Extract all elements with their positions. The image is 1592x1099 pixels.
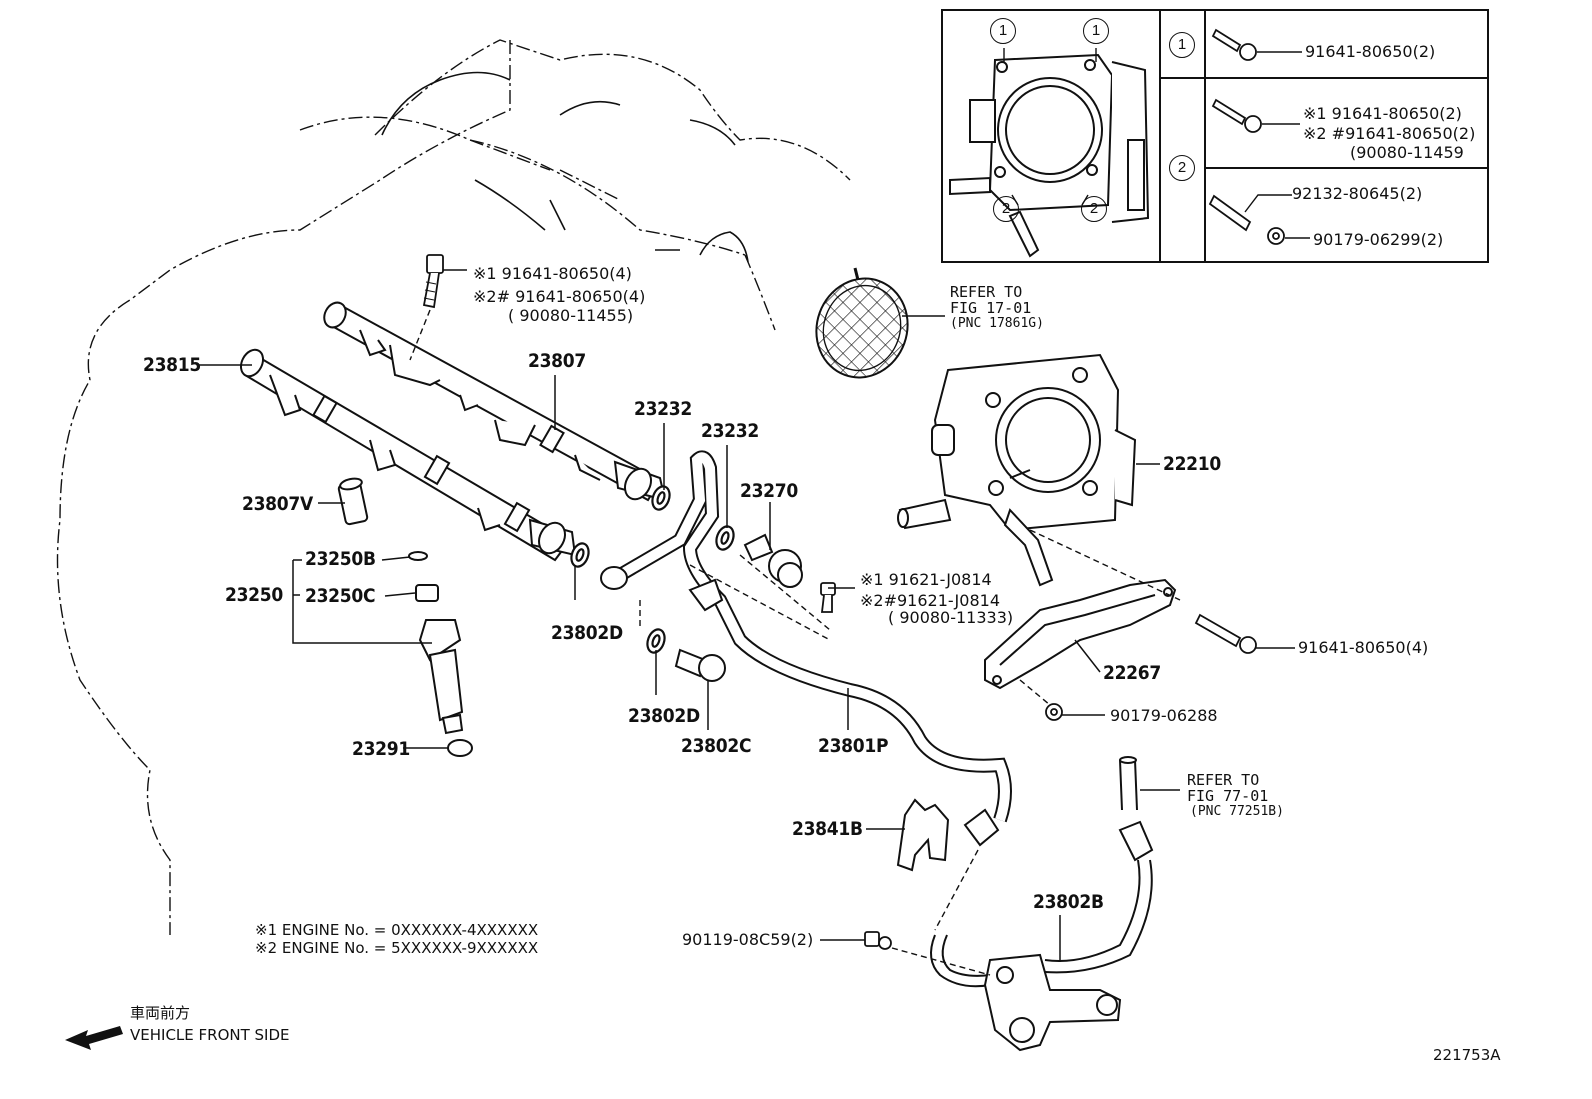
- label-23802B: 23802B: [1033, 891, 1104, 913]
- fastener-top-2: ※2# 91641-80650(4): [473, 287, 646, 306]
- fastener-bracket-nut: 90179-06288: [1110, 706, 1218, 725]
- label-23250B: 23250B: [305, 548, 376, 570]
- fastener-mid-3: ( 90080-11333): [888, 608, 1014, 627]
- inset-row2-part-a: ※1 91641-80650(2): [1303, 104, 1462, 123]
- fuel-rail-23815: [239, 348, 577, 562]
- fuel-hose-23802B: [930, 756, 1154, 1052]
- label-23841B: 23841B: [792, 818, 863, 840]
- ref2-line1: REFER TO: [1187, 771, 1260, 789]
- label-23232-b: 23232: [701, 420, 759, 442]
- inset-marker-2b: 2: [1081, 196, 1107, 222]
- bracket-nut: [1045, 703, 1063, 721]
- fastener-top-1: ※1 91641-80650(4): [473, 264, 632, 283]
- clip-23841B: [896, 798, 950, 872]
- bracket-bolt: [1194, 613, 1257, 654]
- spacer-23807V: [337, 477, 369, 526]
- inset-row2-part-c: (90080-11459: [1350, 143, 1464, 162]
- inset-frame: [941, 9, 1489, 263]
- engine-note-1: ※1 ENGINE No. = 0XXXXXX-4XXXXXX: [255, 921, 539, 939]
- vehicle-front-jp: 車両前方: [130, 1004, 191, 1022]
- label-23250C: 23250C: [305, 585, 376, 607]
- injector-bracket: [292, 559, 432, 644]
- inset-row3-bolt: 92132-80645(2): [1292, 184, 1423, 203]
- bracket-22267: [984, 578, 1177, 690]
- hose-bolt-dash: [891, 947, 991, 976]
- label-23802C: 23802C: [681, 735, 752, 757]
- rail-bolt: [422, 254, 444, 309]
- injector-23250: [408, 551, 464, 735]
- vehicle-front-arrow-icon: [65, 1026, 123, 1050]
- ref2-line3: (PNC 77251B): [1190, 804, 1284, 819]
- label-23807: 23807: [528, 350, 586, 372]
- fastener-pipe-bolt: 90119-08C59(2): [682, 930, 814, 949]
- inset-marker-2a: 2: [993, 196, 1019, 222]
- pipe-dash: [934, 849, 979, 931]
- fuel-rail-23807: [323, 301, 667, 502]
- inset-throttle: [949, 53, 1150, 258]
- label-23802D-a: 23802D: [551, 622, 623, 644]
- label-23232-a: 23232: [634, 398, 692, 420]
- fuel-damper-23270: [743, 533, 803, 588]
- label-23270: 23270: [740, 480, 798, 502]
- bolt-91621: [820, 582, 836, 613]
- fastener-bracket-bolt: 91641-80650(4): [1298, 638, 1429, 657]
- engine-note-2: ※2 ENGINE No. = 5XXXXXX-9XXXXXX: [255, 939, 539, 957]
- vehicle-front-en: VEHICLE FRONT SIDE: [130, 1026, 290, 1044]
- bracket-dash: [1019, 529, 1181, 706]
- ref2-line2: FIG 77-01: [1187, 787, 1269, 805]
- throttle-body-22210: [897, 353, 1137, 587]
- rail-bolt-dash: [409, 309, 431, 361]
- label-22210: 22210: [1163, 453, 1221, 475]
- fuel-pipe-23801P: [600, 450, 1012, 847]
- o-rings: [570, 485, 735, 654]
- inset-row2-part-b: ※2 #91641-80650(2): [1303, 124, 1476, 143]
- inset-row-marker-2: 2: [1169, 155, 1195, 181]
- label-23250: 23250: [225, 584, 283, 606]
- label-23815: 23815: [143, 354, 201, 376]
- label-22267: 22267: [1103, 662, 1161, 684]
- inset-bolts: [1208, 28, 1285, 245]
- label-23802D-b: 23802D: [628, 705, 700, 727]
- fastener-mid-1: ※1 91621-J0814: [860, 570, 992, 589]
- label-23291: 23291: [352, 738, 410, 760]
- mesh-screen: [815, 267, 909, 379]
- inset-bolt-leaders: [1244, 51, 1310, 239]
- engine-top-curves: [381, 71, 749, 263]
- label-23801P: 23801P: [818, 735, 889, 757]
- union-bolt-23802C: [674, 648, 726, 682]
- fastener-mid-2: ※2#91621-J0814: [860, 591, 1000, 610]
- ref1-line2: FIG 17-01: [950, 299, 1032, 317]
- ref1-line3: (PNC 17861G): [950, 316, 1044, 331]
- inset-leaders: [1003, 48, 1097, 206]
- inset-marker-1a: 1: [990, 18, 1016, 44]
- inset-marker-1b: 1: [1083, 18, 1109, 44]
- insulator-23291: [447, 739, 473, 757]
- hose-bolt: [864, 931, 892, 950]
- damper-dash: [689, 554, 831, 641]
- inset-row-marker-1: 1: [1169, 32, 1195, 58]
- inset-row3-nut: 90179-06299(2): [1313, 230, 1444, 249]
- diagram-id: 221753A: [1433, 1046, 1501, 1064]
- fastener-top-3: ( 90080-11455): [508, 306, 634, 325]
- ref1-line1: REFER TO: [950, 283, 1023, 301]
- leader-lines: [198, 269, 1295, 962]
- label-23807V: 23807V: [242, 493, 313, 515]
- inset-row1-part: 91641-80650(2): [1305, 42, 1436, 61]
